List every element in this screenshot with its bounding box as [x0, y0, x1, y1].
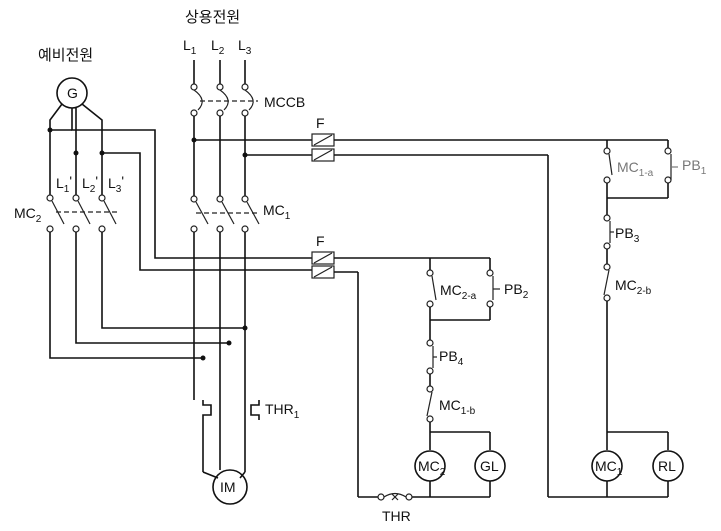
pb3-contact [603, 198, 614, 264]
mc1-b-label: MC1-b [439, 397, 476, 417]
mc2-a-label: MC2-a [440, 282, 477, 302]
control-bus-upper [334, 139, 668, 498]
label-L1: L1 [183, 37, 197, 57]
label-L3: L3 [238, 37, 252, 57]
gl-lamp-label: GL [480, 458, 499, 474]
pb1-label: PB1 [682, 157, 707, 177]
mc2-coil-label: MC2 [418, 458, 446, 478]
standby-power-label: 예비전원 [38, 47, 93, 64]
mc2-b-contact [603, 263, 668, 433]
mc2-output-lines [49, 232, 245, 359]
mc1-coil-rl-branch [606, 432, 669, 497]
thr-contact [377, 492, 413, 501]
gl-lamp [474, 450, 506, 482]
mccb-label: MCCB [264, 94, 305, 110]
main-supply-lines [193, 60, 246, 84]
mc1-coil-label: MC1 [595, 458, 623, 478]
fuse-upper-label: F [316, 115, 325, 131]
pb4-label: PB4 [439, 348, 464, 368]
motor [202, 469, 248, 505]
generator-label: G [67, 85, 78, 101]
control-tap-upper [194, 139, 312, 156]
label-L1-prime: L1' [56, 173, 72, 195]
generator-lines [49, 103, 312, 271]
main-power-label: 상용전원 [185, 9, 240, 26]
fuse-lower [311, 251, 335, 279]
thr1-label: THR1 [265, 401, 300, 421]
motor-label: IM [220, 479, 236, 495]
control-bus-lower [334, 257, 490, 498]
mc1-coil [591, 450, 623, 482]
main-lines-mid [193, 116, 246, 196]
mc1-b-contact [426, 385, 490, 433]
rl-lamp [652, 450, 684, 482]
mc2-main-contactor [46, 194, 118, 233]
pb3-label: PB3 [615, 225, 640, 245]
label-L3-prime: L3' [108, 173, 124, 195]
mc1-a-label: MC1-a [617, 159, 654, 179]
fuse-lower-label: F [316, 233, 325, 249]
thr-label: THR [382, 508, 411, 524]
mc1-main-contactor [190, 195, 260, 233]
thr1-thermal-relay [202, 400, 260, 472]
mc2-coil [414, 450, 446, 482]
mc2-coil-gl-branch [429, 432, 491, 497]
mccb-breaker [190, 83, 258, 117]
mc1-main-label: MC1 [263, 202, 291, 222]
pb2-label: PB2 [504, 281, 529, 301]
fuse-upper [311, 133, 335, 162]
motor-feed-lines [193, 232, 246, 472]
label-L2: L2 [211, 37, 225, 57]
gen-tap-2 [102, 152, 155, 271]
mc2-main-label: MC2 [14, 205, 42, 225]
junction-dot [73, 150, 79, 156]
mc2-b-label: MC2-b [615, 277, 652, 297]
rl-lamp-label: RL [658, 458, 676, 474]
mc2-a-pb2-parallel [426, 258, 500, 321]
pb4-contact [426, 320, 437, 386]
label-L2-prime: L2' [82, 173, 98, 195]
mc1-a-pb1-parallel [603, 140, 678, 199]
